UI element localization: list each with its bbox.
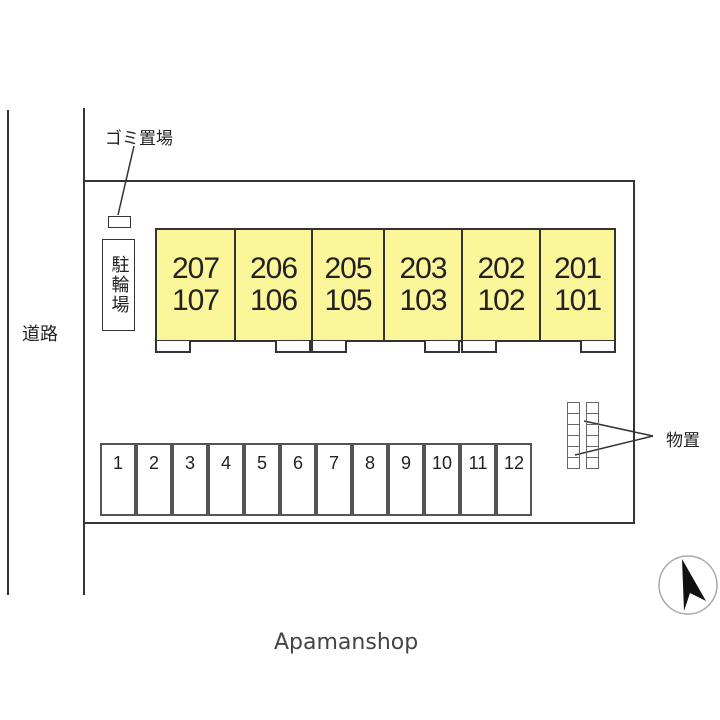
- road-label: 道路: [22, 324, 58, 345]
- unit-upper: 201: [553, 252, 602, 285]
- parking-space[interactable]: 5: [244, 443, 280, 516]
- parking-space[interactable]: 2: [136, 443, 172, 516]
- lot-left-line: [83, 108, 85, 595]
- unit-lower: 102: [477, 284, 525, 317]
- unit-lower: 107: [171, 284, 220, 317]
- parking-space[interactable]: 7: [316, 443, 352, 516]
- property-boundary: [84, 180, 635, 524]
- entrance-step: [424, 341, 460, 353]
- parking-space[interactable]: 12: [496, 443, 532, 516]
- parking-space[interactable]: 3: [172, 443, 208, 516]
- parking-space[interactable]: 8: [352, 443, 388, 516]
- entrance-step: [461, 341, 497, 353]
- entrance-step: [580, 341, 616, 353]
- unit-upper: 206: [249, 252, 298, 285]
- trash-area: [108, 216, 131, 228]
- unit-upper: 205: [324, 252, 372, 285]
- north-arrow-icon: [658, 555, 718, 615]
- unit-lower: 106: [249, 284, 298, 317]
- unit-lower: 101: [553, 284, 602, 317]
- unit-upper: 203: [399, 252, 447, 285]
- parking-space[interactable]: 11: [460, 443, 496, 516]
- unit-lower: 105: [324, 284, 372, 317]
- parking-space[interactable]: 10: [424, 443, 460, 516]
- trash-label: ゴミ置場: [105, 129, 173, 149]
- bike-parking-label: 駐輪場: [108, 255, 130, 315]
- unit-upper: 202: [477, 252, 525, 285]
- storage-label: 物置: [666, 431, 700, 451]
- parking-space[interactable]: 1: [100, 443, 136, 516]
- unit-upper: 207: [171, 252, 220, 285]
- storage-column: [586, 402, 599, 469]
- parking-space[interactable]: 9: [388, 443, 424, 516]
- unit-lower: 103: [399, 284, 447, 317]
- entrance-step: [275, 341, 311, 353]
- parking-space[interactable]: 6: [280, 443, 316, 516]
- bike-parking: 駐輪場: [102, 239, 135, 331]
- road-edge-line: [7, 110, 9, 595]
- parking-space[interactable]: 4: [208, 443, 244, 516]
- brand-watermark: Apamanshop: [274, 630, 419, 655]
- entrance-step: [311, 341, 347, 353]
- storage-column: [567, 402, 580, 469]
- entrance-step: [155, 341, 191, 353]
